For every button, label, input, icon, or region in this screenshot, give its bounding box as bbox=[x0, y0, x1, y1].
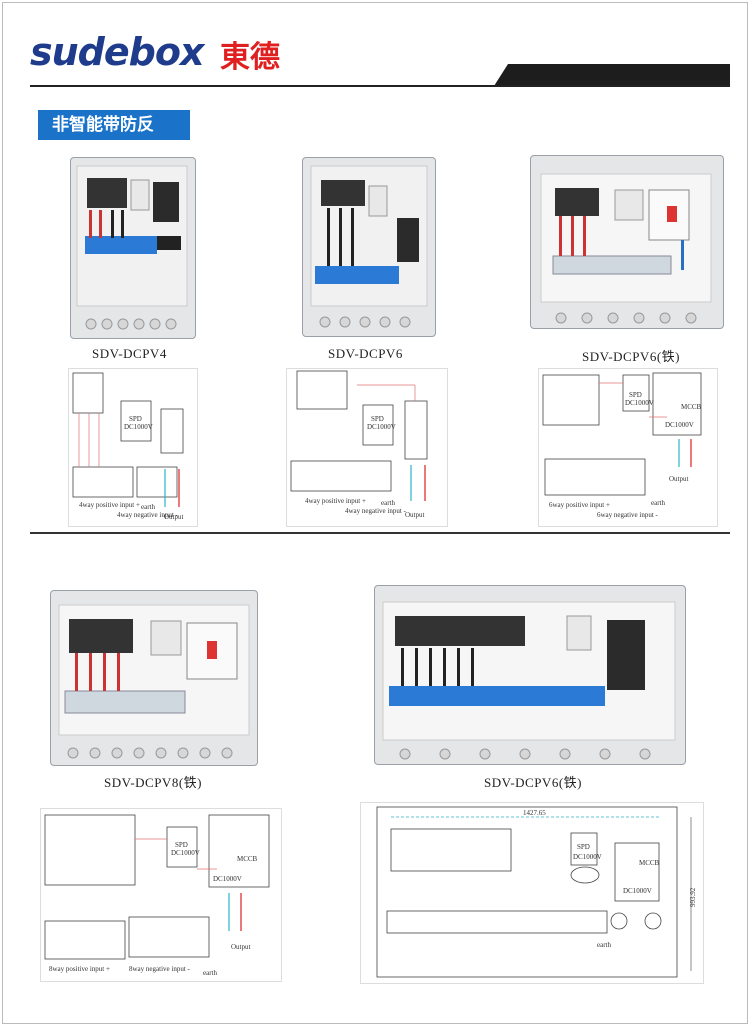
model-caption-4: SDV-DCPV8(铁) bbox=[104, 775, 202, 790]
output-label: Output bbox=[405, 511, 425, 519]
spd-label: SPD bbox=[129, 415, 142, 423]
mccb-label: MCCB bbox=[639, 859, 660, 867]
width-dimension: 1427.65 bbox=[523, 809, 546, 817]
output-label: Output bbox=[231, 943, 251, 951]
wiring-diagram-1: SPD DC1000V 4way positive input + 4way n… bbox=[68, 368, 198, 527]
model-caption-5: SDV-DCPV6(铁) bbox=[484, 775, 582, 790]
header-rule bbox=[30, 85, 730, 87]
model-caption-3: SDV-DCPV6(铁) bbox=[582, 349, 680, 364]
wiring-diagram-5: 1427.65 993.92 SPD DC1000V MCCB DC1000V … bbox=[360, 802, 704, 984]
earth-label: earth bbox=[141, 503, 155, 511]
negative-input-label: 4way negative input - bbox=[117, 511, 179, 519]
earth-label: earth bbox=[203, 969, 217, 977]
brand-logo: sudebox bbox=[30, 30, 204, 74]
spd-label: SPD bbox=[629, 391, 642, 399]
combiner-box-image bbox=[382, 601, 676, 760]
positive-input-label: 6way positive input + bbox=[549, 501, 610, 509]
mccb-label: MCCB bbox=[237, 855, 258, 863]
product-photo-1 bbox=[70, 157, 196, 339]
height-dimension: 993.92 bbox=[689, 887, 697, 907]
spd-voltage: DC1000V bbox=[573, 853, 602, 861]
earth-label: earth bbox=[381, 499, 395, 507]
positive-input-label: 4way positive input + bbox=[305, 497, 366, 505]
spd-voltage: DC1000V bbox=[124, 423, 153, 431]
product-photo-3 bbox=[530, 155, 724, 329]
mccb-voltage: DC1000V bbox=[665, 421, 694, 429]
wiring-diagram-4: SPD DC1000V MCCB DC1000V 8way positive i… bbox=[40, 808, 282, 982]
mccb-voltage: DC1000V bbox=[213, 875, 242, 883]
model-caption-2: SDV-DCPV6 bbox=[328, 346, 403, 361]
positive-input-label: 8way positive input + bbox=[49, 965, 110, 973]
product-photo-5 bbox=[374, 585, 686, 765]
section-title: 非智能带防反 bbox=[38, 110, 190, 140]
brand-logo-cn: 東德 bbox=[220, 40, 280, 75]
spd-voltage: DC1000V bbox=[171, 849, 200, 857]
combiner-box-image bbox=[76, 165, 188, 330]
section-divider bbox=[30, 532, 730, 534]
combiner-box-image bbox=[540, 173, 712, 324]
spd-label: SPD bbox=[371, 415, 384, 423]
spd-voltage: DC1000V bbox=[367, 423, 396, 431]
spd-label: SPD bbox=[175, 841, 188, 849]
wiring-diagram-3: SPD DC1000V MCCB DC1000V 6way positive i… bbox=[538, 368, 718, 527]
combiner-box-image bbox=[310, 165, 428, 328]
output-label: Output bbox=[669, 475, 689, 483]
negative-input-label: 6way negative input - bbox=[597, 511, 659, 519]
header-bar bbox=[494, 64, 730, 86]
positive-input-label: 4way positive input + bbox=[79, 501, 140, 509]
earth-label: earth bbox=[597, 941, 611, 949]
output-label: Output bbox=[164, 513, 184, 521]
earth-label: earth bbox=[651, 499, 665, 507]
spd-label: SPD bbox=[577, 843, 590, 851]
combiner-box-image bbox=[58, 604, 250, 759]
mccb-label: MCCB bbox=[681, 403, 702, 411]
negative-input-label: 8way negative input - bbox=[129, 965, 191, 973]
wiring-diagram-2: SPD DC1000V 4way positive input + 4way n… bbox=[286, 368, 448, 527]
negative-input-label: 4way negative input - bbox=[345, 507, 407, 515]
spd-voltage: DC1000V bbox=[625, 399, 654, 407]
model-caption-1: SDV-DCPV4 bbox=[92, 346, 167, 361]
product-photo-4 bbox=[50, 590, 258, 766]
mccb-voltage: DC1000V bbox=[623, 887, 652, 895]
product-photo-2 bbox=[302, 157, 436, 337]
